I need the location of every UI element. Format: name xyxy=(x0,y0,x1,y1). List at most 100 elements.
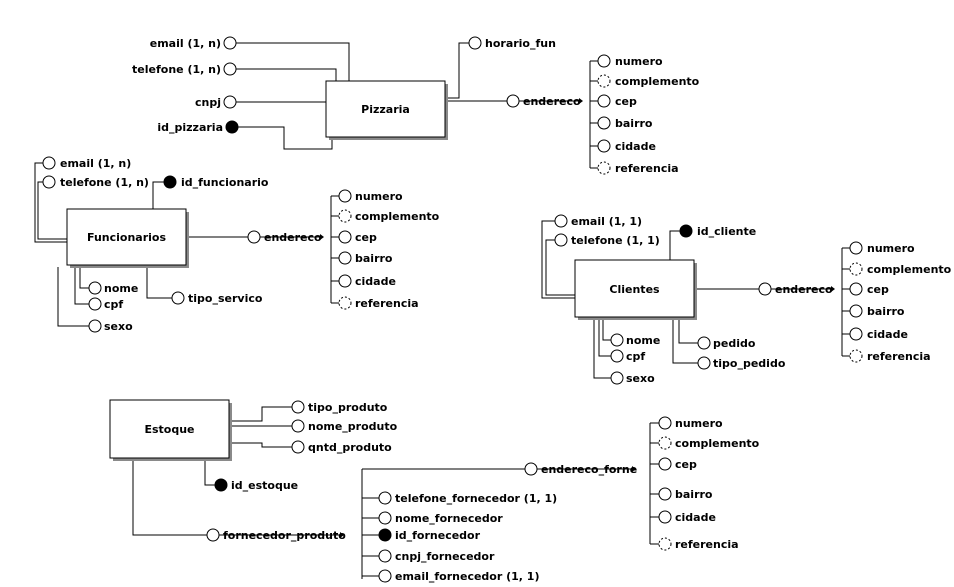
attribute-forn-endereco[interactable]: endereco_forne xyxy=(524,462,637,476)
attribute-icon xyxy=(291,419,305,433)
attribute-est-id-key[interactable]: id_estoque xyxy=(214,478,298,492)
attribute-label: tipo_produto xyxy=(308,401,388,414)
attribute-cli-pedido[interactable]: pedido xyxy=(697,336,756,350)
attribute-func-end-referencia[interactable]: referencia xyxy=(338,296,419,310)
attribute-label: nome_produto xyxy=(308,420,398,433)
connector-lines xyxy=(34,42,850,579)
attribute-forn-cnpj[interactable]: cnpj_fornecedor xyxy=(378,549,495,563)
attribute-label: email_fornecedor (1, 1) xyxy=(395,570,539,583)
attribute-func-sexo[interactable]: sexo xyxy=(88,319,133,333)
attribute-cli-end-numero[interactable]: numero xyxy=(849,241,915,255)
attribute-icon xyxy=(597,139,611,153)
attribute-cli-end-cidade[interactable]: cidade xyxy=(849,327,908,341)
key-attribute-icon xyxy=(679,224,693,238)
attribute-forn-telefone[interactable]: telefone_fornecedor (1, 1) xyxy=(378,491,557,505)
attribute-label: bairro xyxy=(355,252,393,265)
attribute-label: bairro xyxy=(615,117,653,130)
attribute-label: telefone (1, 1) xyxy=(571,234,660,247)
attribute-pizzaria-cnpj[interactable]: cnpj xyxy=(195,95,237,109)
attribute-func-telefone[interactable]: telefone (1, n) xyxy=(42,175,149,189)
entity-pizzaria[interactable]: Pizzaria xyxy=(325,80,448,140)
attribute-label: cidade xyxy=(867,328,908,341)
attribute-icon xyxy=(658,487,672,501)
attribute-label: telefone (1, n) xyxy=(60,176,149,189)
attribute-pizzaria-endereco[interactable]: endereco xyxy=(506,94,581,108)
attribute-est-nome-produto[interactable]: nome_produto xyxy=(291,419,398,433)
arrowhead-icon xyxy=(340,532,344,538)
attribute-est-fornecedor[interactable]: fornecedor_produto xyxy=(206,528,346,542)
attribute-icon xyxy=(658,416,672,430)
attribute-label: numero xyxy=(675,417,723,430)
entity-estoque[interactable]: Estoque xyxy=(109,399,232,461)
attribute-forn-end-numero[interactable]: numero xyxy=(658,416,723,430)
attribute-icon xyxy=(378,511,392,525)
attribute-pizzaria-end-cidade[interactable]: cidade xyxy=(597,139,656,153)
attribute-est-qntd-produto[interactable]: qntd_produto xyxy=(291,440,392,454)
attribute-pizzaria-end-numero[interactable]: numero xyxy=(597,54,663,68)
entity-funcionarios[interactable]: Funcionarios xyxy=(66,208,189,268)
attribute-icon xyxy=(506,94,520,108)
attribute-pizzaria-end-cep[interactable]: cep xyxy=(597,94,637,108)
attribute-forn-id-key[interactable]: id_fornecedor xyxy=(378,528,481,542)
attribute-forn-end-referencia[interactable]: referencia xyxy=(658,537,739,551)
attribute-label: cep xyxy=(355,231,377,244)
attribute-label: nome xyxy=(104,282,138,295)
attribute-func-end-cep[interactable]: cep xyxy=(338,230,377,244)
attribute-cli-end-referencia[interactable]: referencia xyxy=(849,349,931,363)
entity-label: Estoque xyxy=(144,423,194,436)
attribute-label: referencia xyxy=(867,350,931,363)
attribute-cli-end-complemento[interactable]: complemento xyxy=(849,262,952,276)
attribute-cli-cpf[interactable]: cpf xyxy=(610,349,645,363)
attribute-cli-endereco[interactable]: endereco xyxy=(758,282,833,296)
attribute-cli-email[interactable]: email (1, 1) xyxy=(554,214,642,228)
attribute-label: tipo_servico xyxy=(188,292,263,305)
attribute-cli-tipo-pedido[interactable]: tipo_pedido xyxy=(697,356,786,370)
entity-clientes[interactable]: Clientes xyxy=(574,259,697,320)
attribute-label: cidade xyxy=(355,275,396,288)
attribute-forn-end-complemento[interactable]: complemento xyxy=(658,436,760,450)
attribute-label: cpf xyxy=(626,350,645,363)
attribute-pizzaria-telefone[interactable]: telefone (1, n) xyxy=(132,62,237,76)
attribute-label: email (1, 1) xyxy=(571,215,642,228)
attribute-forn-end-cidade[interactable]: cidade xyxy=(658,510,716,524)
attribute-pizzaria-end-complemento[interactable]: complemento xyxy=(597,74,700,88)
attribute-pizzaria-end-referencia[interactable]: referencia xyxy=(597,161,679,175)
attribute-cli-sexo[interactable]: sexo xyxy=(610,371,655,385)
attribute-label: sexo xyxy=(626,372,655,385)
attribute-func-tipo-servico[interactable]: tipo_servico xyxy=(171,291,263,305)
attribute-icon xyxy=(223,95,237,109)
attribute-forn-end-bairro[interactable]: bairro xyxy=(658,487,713,501)
attribute-pizzaria-email[interactable]: email (1, n) xyxy=(150,36,237,50)
attribute-icon xyxy=(338,230,352,244)
attribute-icon xyxy=(291,440,305,454)
attribute-est-tipo-produto[interactable]: tipo_produto xyxy=(291,400,388,414)
attribute-func-email[interactable]: email (1, n) xyxy=(42,156,131,170)
attribute-func-cpf[interactable]: cpf xyxy=(88,297,123,311)
attribute-label: endereco xyxy=(264,231,322,244)
attribute-forn-end-cep[interactable]: cep xyxy=(658,457,697,471)
attribute-icon xyxy=(758,282,772,296)
attribute-forn-email[interactable]: email_fornecedor (1, 1) xyxy=(378,569,539,583)
attribute-icon xyxy=(338,296,352,310)
attribute-func-end-cidade[interactable]: cidade xyxy=(338,274,396,288)
attribute-pizzaria-horario[interactable]: horario_fun xyxy=(468,36,556,50)
attribute-pizzaria-id-key[interactable]: id_pizzaria xyxy=(157,120,239,134)
attribute-icon xyxy=(597,74,611,88)
attribute-func-end-complemento[interactable]: complemento xyxy=(338,209,440,223)
attribute-cli-end-cep[interactable]: cep xyxy=(849,282,889,296)
attribute-forn-nome[interactable]: nome_fornecedor xyxy=(378,511,503,525)
attribute-cli-id-key[interactable]: id_cliente xyxy=(679,224,756,238)
attribute-cli-nome[interactable]: nome xyxy=(610,333,660,347)
attribute-cli-end-bairro[interactable]: bairro xyxy=(849,304,905,318)
attribute-func-nome[interactable]: nome xyxy=(88,281,138,295)
attribute-pizzaria-end-bairro[interactable]: bairro xyxy=(597,116,653,130)
attribute-func-end-bairro[interactable]: bairro xyxy=(338,251,393,265)
attribute-icon xyxy=(42,175,56,189)
attribute-cli-telefone[interactable]: telefone (1, 1) xyxy=(554,233,660,247)
attribute-icon xyxy=(468,36,482,50)
attribute-func-endereco[interactable]: endereco xyxy=(247,230,322,244)
attribute-func-end-numero[interactable]: numero xyxy=(338,189,403,203)
attribute-func-id-key[interactable]: id_funcionario xyxy=(163,175,269,189)
attribute-icon xyxy=(378,569,392,583)
attribute-label: cpf xyxy=(104,298,123,311)
